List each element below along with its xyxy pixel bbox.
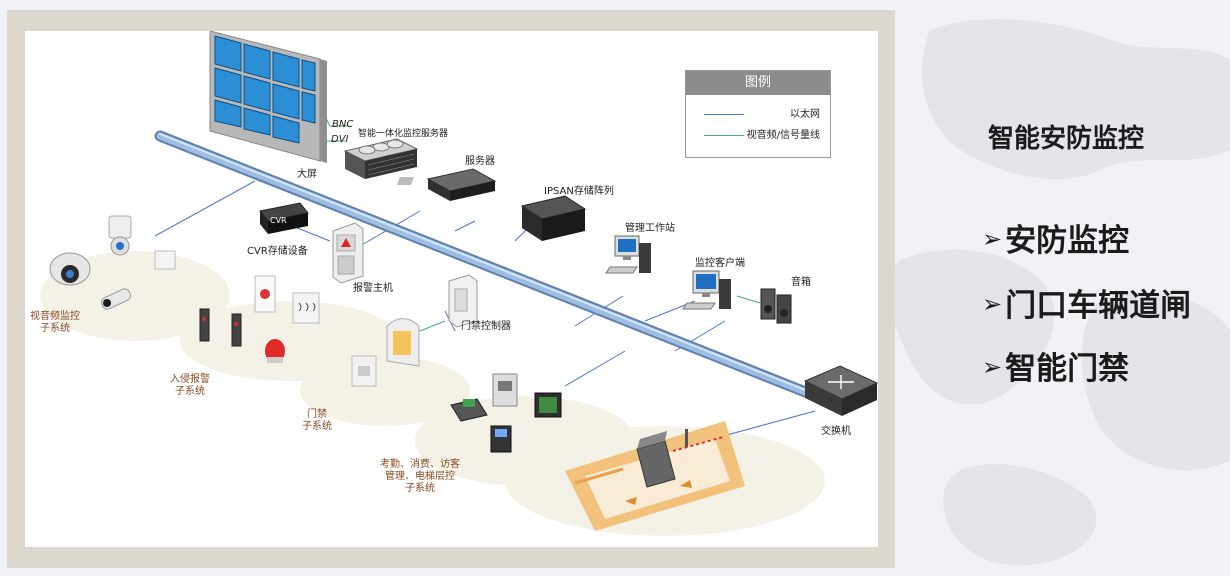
ethernet-backbone xyxy=(154,130,839,409)
alarm-host-label: 报警主机 xyxy=(353,283,393,294)
arrow-icon: ➢ xyxy=(982,225,1003,253)
diagram-panel: 大屏 BNC DVI 智能一体化监控服务器 服务器 CVR CVR存储设备 IP… xyxy=(25,31,878,547)
server-device xyxy=(396,168,497,201)
server-label: 服务器 xyxy=(465,156,495,167)
topology-diagram xyxy=(40,31,878,536)
ipsan-device xyxy=(520,195,587,241)
ethernet-swatch xyxy=(704,114,744,115)
alarm-host-device xyxy=(332,222,364,284)
door-controller-device xyxy=(448,274,478,328)
access-subsystem-line2: 子系统 xyxy=(302,421,332,432)
intrusion-subsystem-line2: 子系统 xyxy=(175,386,205,397)
side-item-barrier: ➢门口车辆道闸 xyxy=(982,280,1191,325)
legend-title: 图例 xyxy=(686,71,830,95)
arrow-icon: ➢ xyxy=(982,290,1003,318)
side-item-surveillance-label: 安防监控 xyxy=(1005,223,1130,259)
legend-item-signal: 视音频/信号量线 xyxy=(686,129,830,143)
speaker-label: 音箱 xyxy=(791,277,811,288)
intrusion-devices xyxy=(199,275,320,363)
misc-devices xyxy=(450,373,562,453)
side-title: 智能安防监控 xyxy=(988,124,1145,154)
parking-barrier xyxy=(565,421,745,531)
cvr-tag: CVR xyxy=(270,216,287,225)
side-item-access-label: 智能门禁 xyxy=(1005,351,1130,387)
access-subsystem-label: 门禁 子系统 xyxy=(287,409,347,433)
misc-subsystem-line3: 子系统 xyxy=(405,483,435,494)
cvr-device xyxy=(259,202,309,234)
speaker-device xyxy=(760,288,792,324)
signal-swatch xyxy=(704,135,744,136)
integrated-server-label: 智能一体化监控服务器 xyxy=(358,129,449,139)
cameras xyxy=(49,215,176,310)
client-label: 监控客户端 xyxy=(695,258,745,269)
bnc-label: BNC xyxy=(332,119,354,130)
misc-subsystem-line1: 考勤、消费、访客 xyxy=(380,459,460,470)
access-devices xyxy=(351,318,420,387)
ethernet-lines xyxy=(154,180,816,442)
side-item-access: ➢智能门禁 xyxy=(982,343,1129,388)
side-item-surveillance: ➢安防监控 xyxy=(982,215,1129,260)
workstation-label: 管理工作站 xyxy=(625,223,675,234)
video-wall xyxy=(209,31,327,163)
access-zone-shadow xyxy=(300,356,470,426)
side-item-barrier-label: 门口车辆道闸 xyxy=(1005,288,1192,324)
intrusion-subsystem-line1: 入侵报警 xyxy=(170,374,210,385)
legend-item-ethernet: 以太网 xyxy=(686,108,830,122)
misc-subsystem-label: 考勤、消费、访客 管理、电梯层控 子系统 xyxy=(370,459,470,495)
workstation-device xyxy=(605,235,651,274)
core-switch xyxy=(803,365,878,416)
misc-subsystem-line2: 管理、电梯层控 xyxy=(385,471,455,482)
dvi-label: DVI xyxy=(331,134,349,145)
switch-label: 交换机 xyxy=(821,426,851,437)
ipsan-label: IPSAN存储阵列 xyxy=(544,186,614,197)
door-controller-label: 门禁控制器 xyxy=(461,321,511,332)
video-subsystem-line2: 子系统 xyxy=(40,323,70,334)
bigscreen-label: 大屏 xyxy=(297,169,317,180)
legend: 图例 以太网 视音频/信号量线 xyxy=(685,70,831,158)
video-subsystem-line1: 视音频监控 xyxy=(30,311,80,322)
cvr-label: CVR存储设备 xyxy=(247,246,308,257)
client-device xyxy=(682,270,731,310)
video-subsystem-label: 视音频监控 子系统 xyxy=(25,311,85,335)
legend-item-ethernet-label: 以太网 xyxy=(790,109,820,120)
legend-item-signal-label: 视音频/信号量线 xyxy=(746,130,820,141)
intrusion-subsystem-label: 入侵报警 子系统 xyxy=(160,374,220,398)
arrow-icon: ➢ xyxy=(982,353,1003,381)
access-subsystem-line1: 门禁 xyxy=(307,409,327,420)
integrated-server xyxy=(343,138,419,179)
